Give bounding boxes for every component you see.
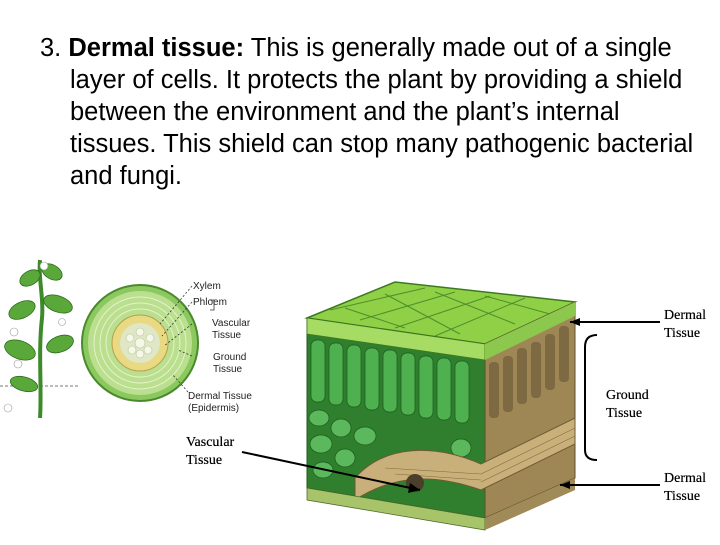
label-ground-tissue: Tissue bbox=[213, 364, 243, 375]
label-xylem: Xylem bbox=[193, 281, 221, 292]
label-vascular-tissue: Tissue bbox=[212, 330, 242, 341]
stem-leader-lines bbox=[159, 285, 215, 393]
label-ground: Ground bbox=[606, 388, 649, 403]
heading: Dermal tissue: bbox=[68, 34, 245, 62]
label-vascular-tissue: Tissue bbox=[186, 453, 223, 468]
body-text: This is generally made out of a single l… bbox=[70, 34, 694, 190]
plant-illustration bbox=[0, 259, 80, 418]
paragraph: 3. Dermal tissue: This is generally made… bbox=[40, 32, 700, 192]
label-dermal-bottom-tissue: Tissue bbox=[664, 489, 701, 504]
slide-text: 3. Dermal tissue: This is generally made… bbox=[40, 32, 700, 192]
label-phloem: Phloem bbox=[193, 297, 227, 308]
label-vascular: Vascular bbox=[212, 318, 251, 329]
label-dermal-bottom: Dermal bbox=[664, 471, 706, 486]
label-ground-tissue: Tissue bbox=[606, 406, 643, 421]
label-epidermis: (Epidermis) bbox=[188, 403, 240, 414]
label-ground: Ground bbox=[213, 352, 247, 363]
list-number: 3. bbox=[40, 34, 62, 62]
label-dermal-tissue: Dermal Tissue bbox=[188, 391, 252, 402]
label-vascular: Vascular bbox=[186, 435, 235, 450]
block-leader-lines bbox=[241, 318, 660, 493]
leaf-block-diagram bbox=[304, 281, 578, 531]
label-dermal-top-tissue: Tissue bbox=[664, 326, 701, 341]
label-dermal-top: Dermal bbox=[664, 308, 706, 323]
